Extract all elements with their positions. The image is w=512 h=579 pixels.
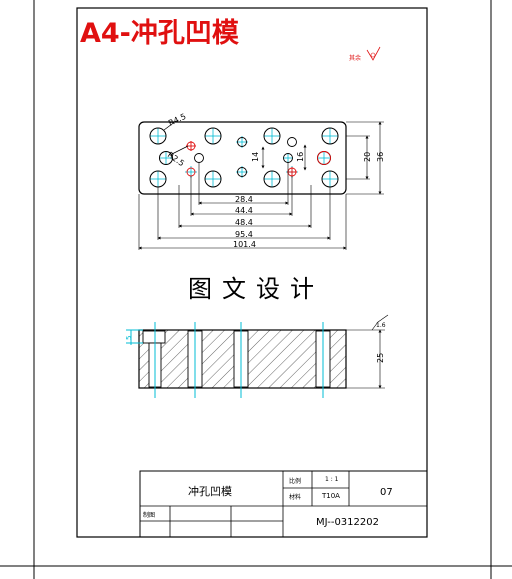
leader-r45 <box>163 120 177 131</box>
drawing-title: A4-冲孔凹模 <box>80 18 239 49</box>
part-name: 冲孔凹模 <box>188 484 232 498</box>
leader-r25 <box>171 145 189 155</box>
watermark-text: 图文设计 <box>188 275 324 303</box>
plan-view: R4.5 R2.5 14 16 20 36 28.4 44.4 <box>138 112 385 250</box>
section-centerlines <box>126 322 324 398</box>
dim-48: 48.4 <box>235 218 253 227</box>
dim-25: 25 <box>376 353 385 363</box>
drawing-frame <box>76 7 428 538</box>
title-block: 冲孔凹模 比例 1 : 1 材料 T10A 07 制图 MJ--0312202 <box>139 470 428 538</box>
drawn-label: 制图 <box>143 511 155 519</box>
dim-28: 28.4 <box>235 195 253 204</box>
material-label: 材料 <box>289 493 301 501</box>
small-holes <box>194 137 297 177</box>
title-block-grid <box>140 471 427 537</box>
dim-20: 20 <box>363 152 372 162</box>
dim-r45: R4.5 <box>167 112 187 128</box>
dim-16: 16 <box>296 152 305 162</box>
scale-label: 比例 <box>289 477 301 485</box>
sheet-number: 07 <box>380 487 393 498</box>
section-roughness-icon <box>371 314 389 331</box>
dim-r25: R2.5 <box>166 150 186 168</box>
dim-44: 44.4 <box>235 206 253 215</box>
dim-95: 95.4 <box>235 230 253 239</box>
dim-101: 101.4 <box>233 240 256 249</box>
section-view: 5 25 1.6 <box>125 314 389 398</box>
dim-5: 5 <box>125 336 133 340</box>
dim-36: 36 <box>376 152 385 162</box>
bottom-extension-lines <box>138 163 347 250</box>
drawing-number: MJ--0312202 <box>316 517 379 528</box>
scale-value: 1 : 1 <box>325 476 339 483</box>
plate-outline <box>138 121 347 195</box>
title-block-frame <box>139 470 428 538</box>
material-value: T10A <box>321 492 340 500</box>
roughness-symbol-icon <box>366 46 381 61</box>
dim-14: 14 <box>251 152 260 162</box>
roughness-note: 其余 <box>349 54 361 62</box>
roughness-value: 1.6 <box>376 322 386 329</box>
